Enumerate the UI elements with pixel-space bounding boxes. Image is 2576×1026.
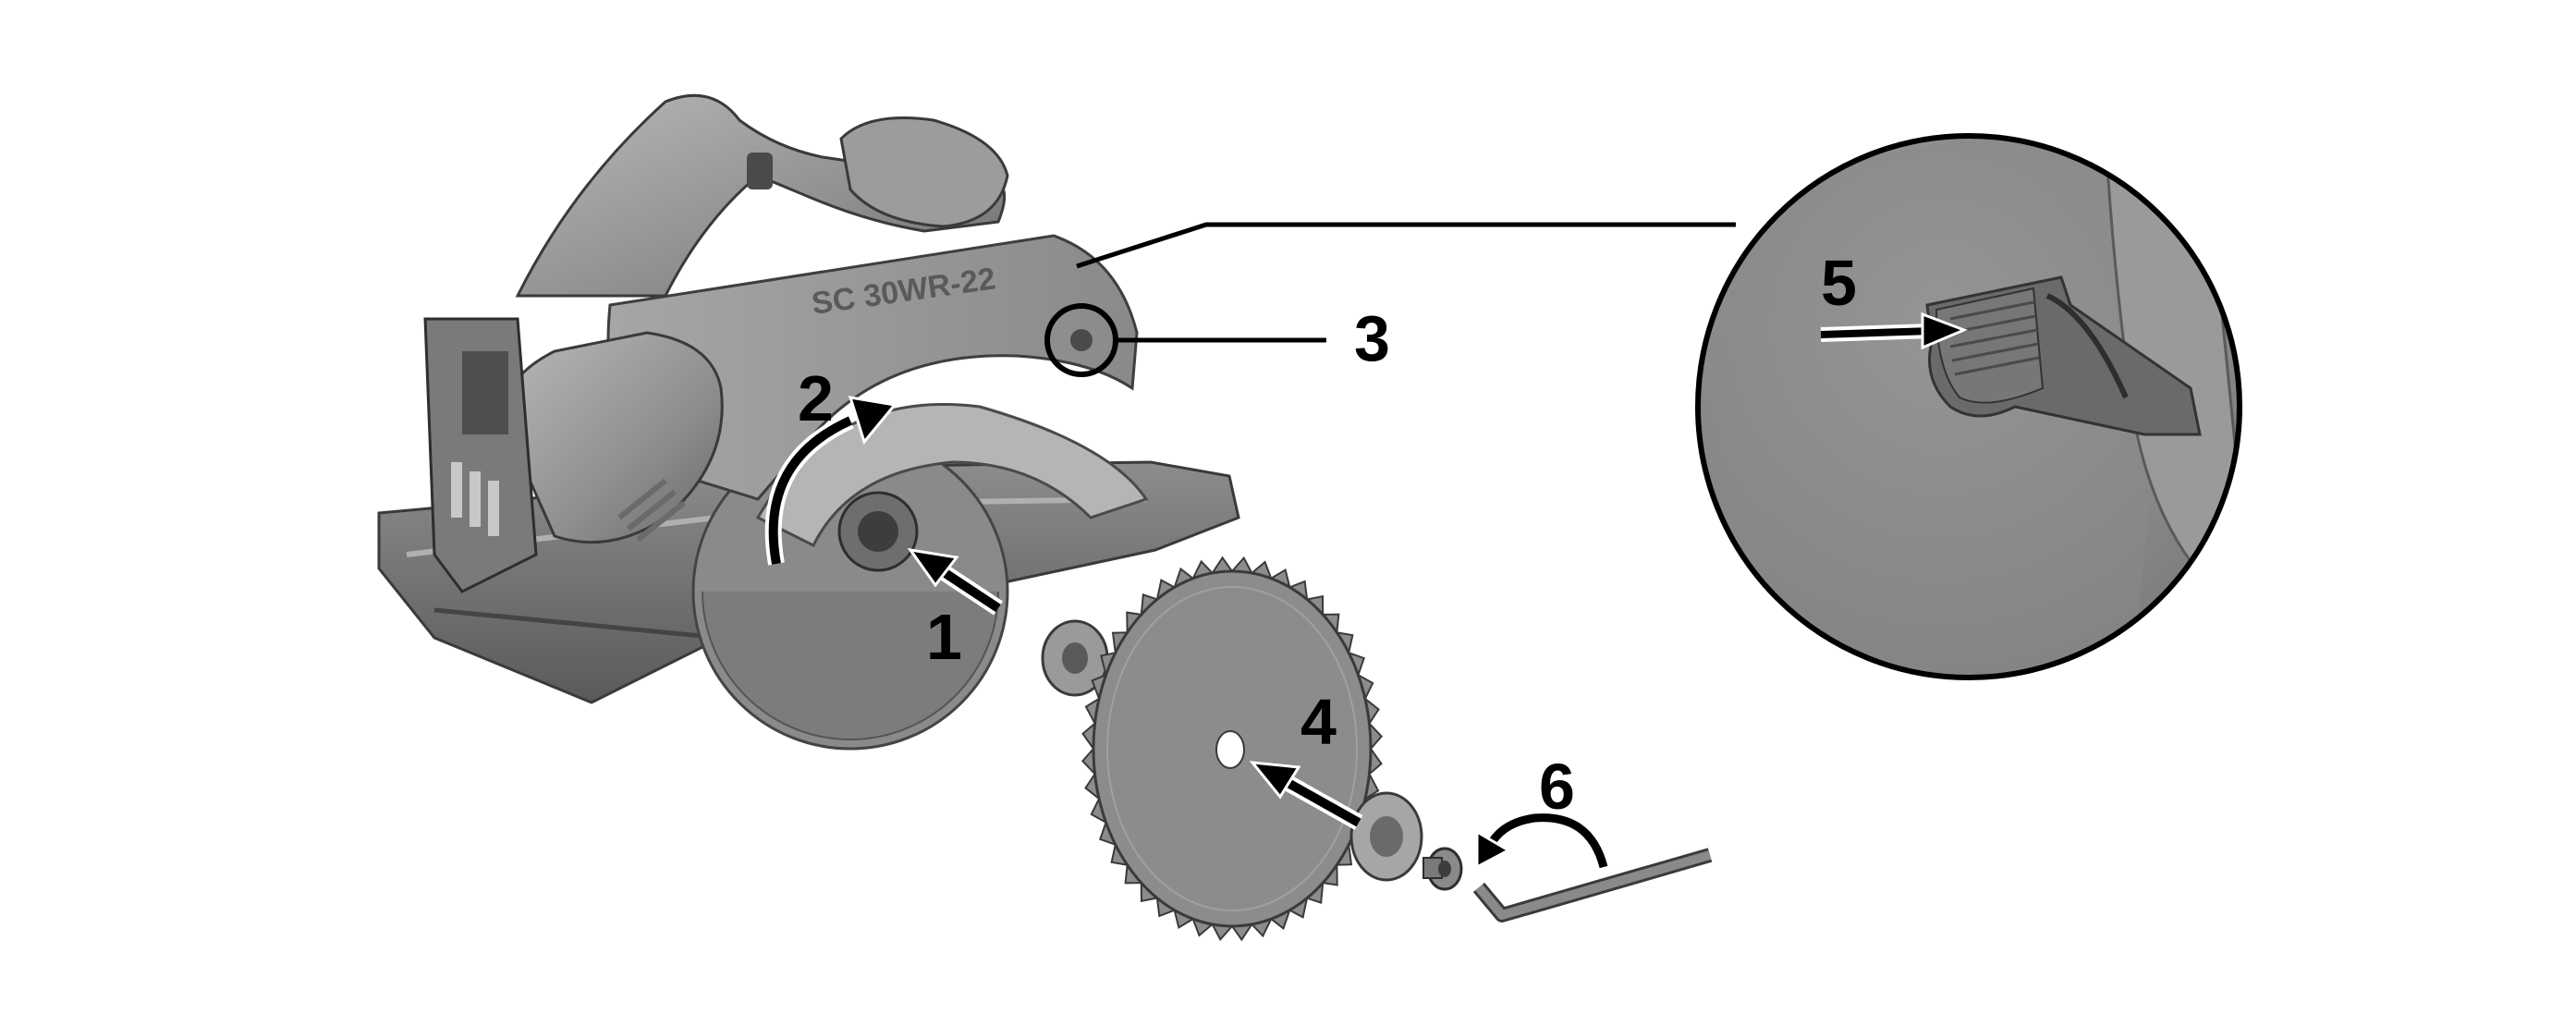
step-number-4: 4 bbox=[1300, 686, 1337, 758]
arrow-step-6 bbox=[1475, 810, 1611, 870]
step-number-1: 1 bbox=[926, 601, 962, 673]
step-number-3: 3 bbox=[1354, 302, 1390, 374]
trigger bbox=[747, 153, 773, 189]
arrow-step-2 bbox=[764, 396, 897, 566]
front-knob bbox=[839, 116, 1009, 228]
step-number-5: 5 bbox=[1821, 247, 1857, 319]
blade-arbor-hole bbox=[1215, 730, 1245, 769]
spindle-lock-button-zoomed bbox=[1925, 275, 2202, 436]
arrow-step-4 bbox=[1249, 761, 1363, 830]
spindle-lock-button bbox=[1070, 329, 1093, 351]
hex-key bbox=[1472, 848, 1713, 922]
arrow-step-5 bbox=[1820, 311, 1969, 350]
blade-bolt bbox=[1422, 847, 1463, 891]
spindle-lock-highlight bbox=[1044, 303, 1118, 377]
saw-blade bbox=[1080, 556, 1384, 942]
step-number-6: 6 bbox=[1539, 751, 1575, 823]
step-number-2: 2 bbox=[798, 362, 834, 434]
inner-flange bbox=[1041, 619, 1109, 697]
circular-saw: SC 30WR-22 bbox=[377, 93, 1240, 751]
outer-flange bbox=[1349, 791, 1423, 882]
spindle-lock-zoom-inset bbox=[1695, 133, 2242, 680]
arrow-step-1 bbox=[907, 547, 1003, 616]
callout-leader bbox=[1076, 222, 1736, 343]
